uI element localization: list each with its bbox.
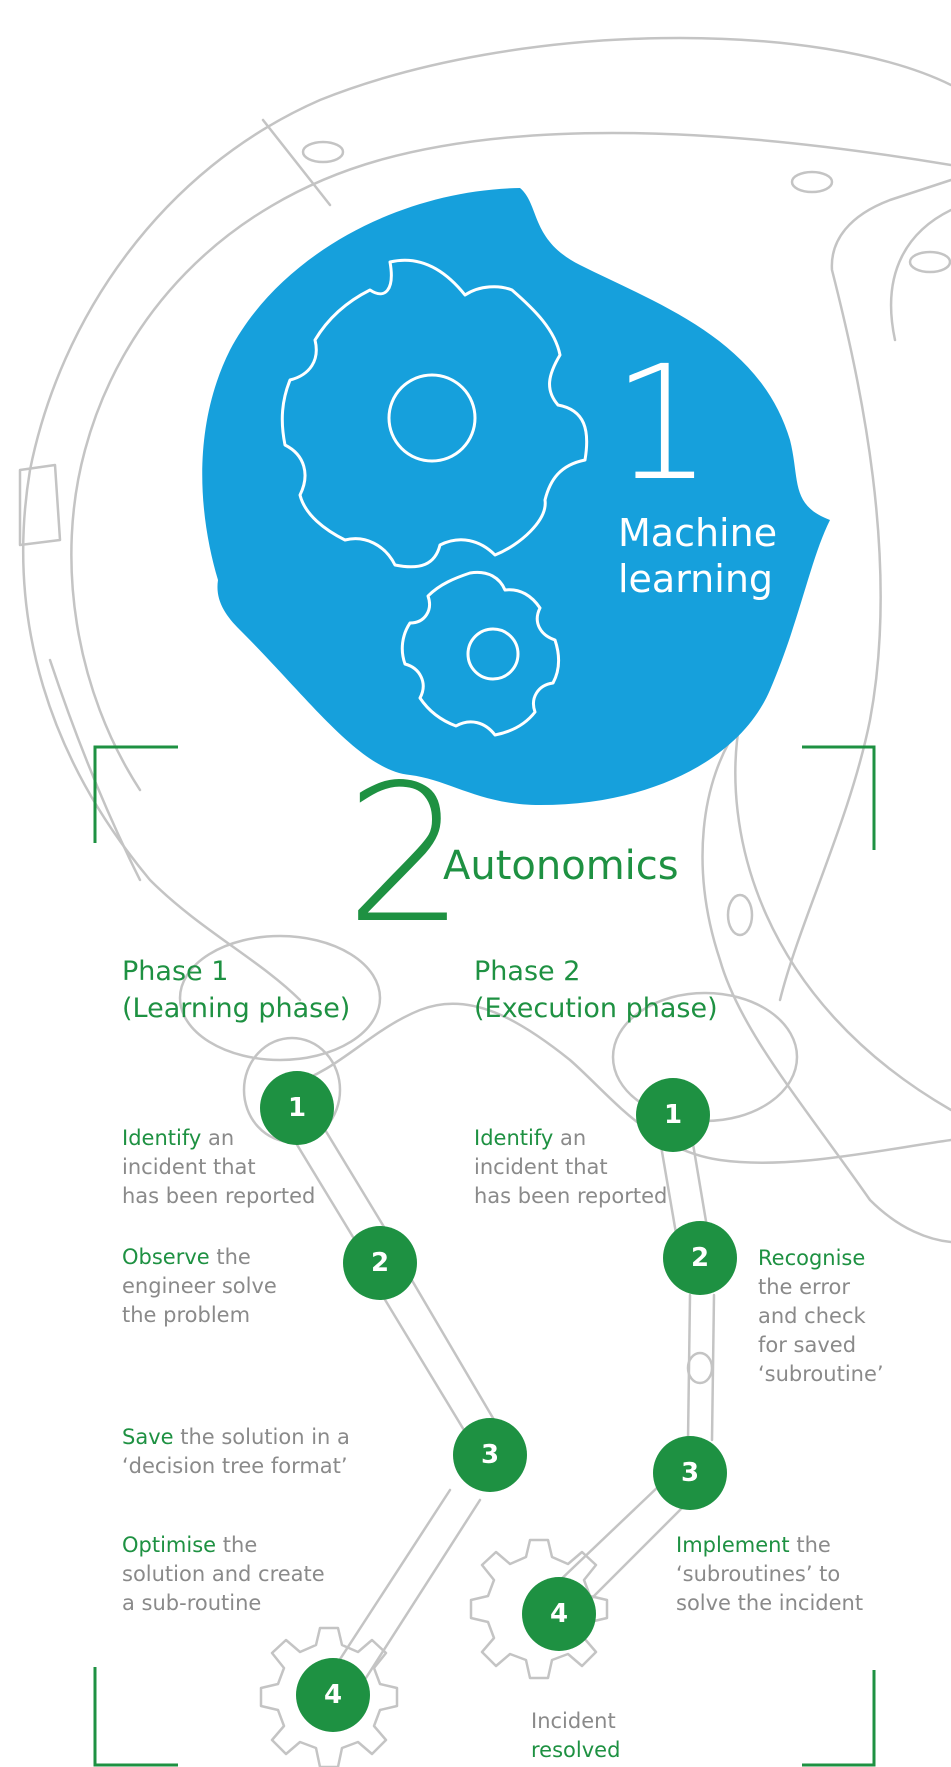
section2-title: Autonomics: [443, 843, 679, 889]
phase2-step-2-circle: [663, 1221, 737, 1295]
corner-brackets: [93, 745, 876, 1767]
section1-number: 1: [612, 332, 713, 516]
phase1-heading-line1: Phase 1: [122, 956, 229, 987]
section1-title: Machine learning: [618, 510, 777, 602]
phase1-heading-line2: (Learning phase): [122, 993, 351, 1024]
phase2-step-4-text: Incident resolved: [531, 1707, 620, 1765]
phase2-step-1-number: 1: [664, 1100, 682, 1130]
phase1-step-2-text: Observe the engineer solve the problem: [122, 1245, 277, 1327]
gears-icon: [280, 258, 589, 737]
phase1-step-2-number: 2: [371, 1248, 389, 1278]
phase2-heading: Phase 2 (Execution phase): [474, 953, 718, 1027]
phase1-step-3-text: Save the solution in a ‘decision tree fo…: [122, 1425, 350, 1478]
step-verb: Save: [122, 1425, 174, 1449]
step-verb: Recognise: [758, 1246, 866, 1270]
step-verb: Optimise: [122, 1533, 217, 1557]
phase1-step-4-circle: [296, 1658, 370, 1732]
phase2-step-2-number: 2: [691, 1243, 709, 1273]
step-verb: resolved: [531, 1738, 621, 1762]
step-verb: Observe: [122, 1245, 210, 1269]
section1-title-line2: learning: [618, 557, 774, 601]
phase1-step-3-circle: [453, 1418, 527, 1492]
phase2-step-4-number: 4: [550, 1599, 568, 1629]
phase1-step-1-circle: [260, 1071, 334, 1145]
phase2-step-1-text: Identify an incident that has been repor…: [474, 1126, 668, 1208]
robot-outline: [18, 36, 951, 1767]
section2-number: 2: [345, 744, 466, 965]
step-verb: Identify: [474, 1126, 554, 1150]
phase1-step-4-text: Optimise the solution and create a sub-r…: [122, 1533, 325, 1615]
phase2-step-3-text: Implement the ‘subroutines’ to solve the…: [676, 1533, 864, 1615]
phase1-step-2-circle: [343, 1226, 417, 1300]
step-verb: Implement: [676, 1533, 790, 1557]
phase1-heading: Phase 1 (Learning phase): [122, 953, 350, 1027]
phase2-step-2-text: Recognise the error and check for saved …: [758, 1246, 884, 1386]
phase2-step-3-number: 3: [681, 1458, 699, 1488]
step-verb: Identify: [122, 1126, 202, 1150]
phase2-step-1-circle: [636, 1078, 710, 1152]
phase2-heading-line2: (Execution phase): [474, 993, 718, 1024]
phase2-heading-line1: Phase 2: [474, 956, 581, 987]
phase1-step-1-text: Identify an incident that has been repor…: [122, 1126, 316, 1208]
phase2-step-circles: [522, 1078, 737, 1651]
phase1-step-4-number: 4: [324, 1680, 342, 1710]
phase2-step-3-circle: [653, 1436, 727, 1510]
machine-learning-blob: [202, 188, 830, 805]
phase1-step-circles: [260, 1071, 527, 1732]
phase1-step-3-number: 3: [481, 1440, 499, 1470]
phase1-step-1-number: 1: [288, 1093, 306, 1123]
section1-title-line1: Machine: [618, 511, 778, 555]
phase2-step-4-circle: [522, 1577, 596, 1651]
